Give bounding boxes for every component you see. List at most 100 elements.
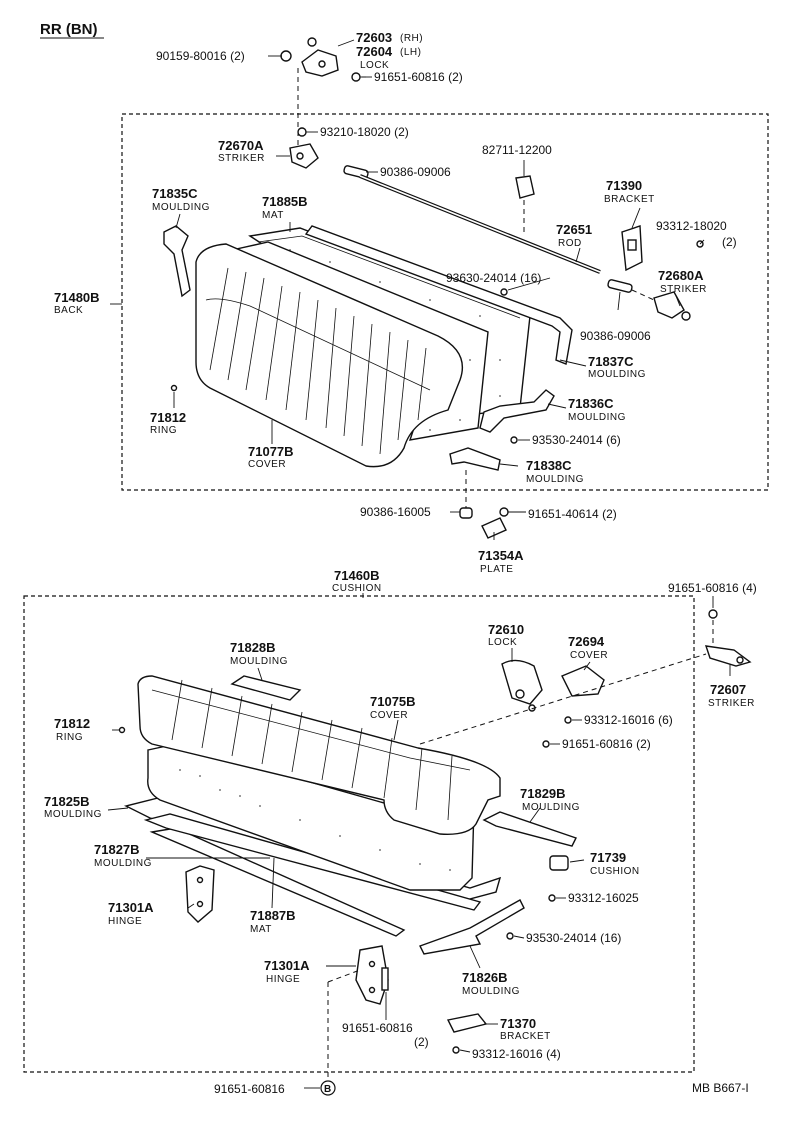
label-90386a: 90386-09006 bbox=[380, 165, 451, 179]
cushion-lock-dash-line bbox=[419, 653, 707, 745]
hinge-71301Aa-part bbox=[185, 865, 215, 923]
nut-90386c bbox=[459, 507, 473, 519]
moulding-71837C-part bbox=[304, 225, 573, 365]
label-cushion: CUSHION bbox=[332, 583, 382, 594]
leader-lines bbox=[107, 39, 731, 1089]
label-72604-side: (LH) bbox=[400, 47, 421, 58]
label-91651c: 91651-60816 (4) bbox=[668, 581, 757, 595]
label-bracket: BRACKET bbox=[604, 194, 655, 205]
label-cover: COVER bbox=[248, 459, 286, 470]
label-72607: 72607 bbox=[710, 682, 746, 697]
label-striker3: STRIKER bbox=[708, 698, 755, 709]
label-71828B: 71828B bbox=[230, 640, 276, 655]
clip-82711 bbox=[515, 175, 535, 199]
label-90159: 90159-80016 (2) bbox=[156, 49, 245, 63]
label-rod: ROD bbox=[558, 238, 582, 249]
label-72604: 72604 bbox=[356, 44, 393, 59]
label-cushion2: CUSHION bbox=[590, 866, 640, 877]
bolt-93312b bbox=[564, 716, 572, 724]
label-72651: 72651 bbox=[556, 222, 592, 237]
lock-72603-part bbox=[301, 37, 339, 77]
label-71885B: 71885B bbox=[262, 194, 308, 209]
label-93312a: 93312-18020 bbox=[656, 219, 727, 233]
ring-71812b bbox=[118, 726, 126, 734]
label-93312d: 93312-16016 (4) bbox=[472, 1047, 561, 1061]
label-71829B: 71829B bbox=[520, 786, 566, 801]
label-moulding8: MOULDING bbox=[94, 858, 152, 869]
label-72603: 72603 bbox=[356, 30, 392, 45]
bolt-91651c bbox=[708, 609, 718, 619]
label-93312b: 93312-16016 (6) bbox=[584, 713, 673, 727]
label-93312c: 93312-16025 bbox=[568, 891, 639, 905]
label-71827B: 71827B bbox=[94, 842, 140, 857]
label-ring: RING bbox=[150, 425, 177, 436]
back-assembly-frame bbox=[121, 113, 769, 491]
bolt-93312c bbox=[548, 894, 556, 902]
label-93210: 93210-18020 (2) bbox=[320, 125, 409, 139]
label-71812a: 71812 bbox=[150, 410, 186, 425]
label-71354A: 71354A bbox=[478, 548, 524, 563]
label-93530b: 93530-24014 (16) bbox=[526, 931, 621, 945]
label-90386c: 90386-16005 bbox=[360, 505, 431, 519]
label-82711: 82711-12200 bbox=[482, 143, 552, 157]
label-cover2a: COVER bbox=[570, 650, 608, 661]
label-striker: STRIKER bbox=[218, 153, 265, 164]
label-71739: 71739 bbox=[590, 850, 626, 865]
label-71301Aa: 71301A bbox=[108, 900, 154, 915]
label-plate: PLATE bbox=[480, 564, 513, 575]
label-moulding4: MOULDING bbox=[526, 474, 584, 485]
label-moulding: MOULDING bbox=[152, 202, 210, 213]
label-hinge2: HINGE bbox=[266, 974, 300, 985]
label-91651e: 91651-60816 bbox=[342, 1021, 413, 1035]
striker-72607-part bbox=[704, 645, 752, 667]
label-moulding6: MOULDING bbox=[44, 809, 102, 820]
label-mat: MAT bbox=[262, 210, 284, 221]
cover-71077B-part bbox=[195, 243, 464, 468]
bracket-71370-part bbox=[446, 1013, 488, 1033]
moulding-71829B-part bbox=[482, 811, 577, 847]
striker-72680A-part bbox=[653, 291, 691, 321]
diagram-code: MB B667-I bbox=[692, 1081, 749, 1095]
bolt-93630 bbox=[500, 288, 508, 296]
label-93530a: 93530-24014 (6) bbox=[532, 433, 621, 447]
label-71390: 71390 bbox=[606, 178, 642, 193]
label-bracket2: BRACKET bbox=[500, 1031, 551, 1042]
moulding-71835C-part bbox=[163, 225, 191, 298]
label-moulding7: MOULDING bbox=[522, 802, 580, 813]
cushion-assembly-frame bbox=[23, 595, 695, 1073]
label-moulding3: MOULDING bbox=[568, 412, 626, 423]
bushing-90386b bbox=[607, 279, 633, 293]
label-71460B: 71460B bbox=[334, 568, 380, 583]
cushion-71739-part bbox=[549, 855, 569, 871]
bolt-93530a bbox=[510, 436, 518, 444]
label-striker2: STRIKER bbox=[660, 284, 707, 295]
hinge-dash-link bbox=[327, 969, 361, 983]
plate-71354A-part bbox=[481, 517, 507, 539]
moulding-71838C-part bbox=[449, 447, 501, 471]
moulding-71836C-part bbox=[479, 389, 555, 433]
label-72603-side: (RH) bbox=[400, 33, 423, 44]
label-71301Ab: 71301A bbox=[264, 958, 310, 973]
lock-72610-part bbox=[501, 659, 543, 712]
ring-71812a bbox=[170, 384, 178, 392]
bolt-93530b bbox=[506, 932, 514, 940]
label-91651b: 91651-40614 (2) bbox=[528, 507, 617, 521]
label-moulding2: MOULDING bbox=[588, 369, 646, 380]
label-91651a: 91651-60816 (2) bbox=[374, 70, 463, 84]
label-cover3: COVER bbox=[370, 710, 408, 721]
bolt-91651d bbox=[542, 740, 550, 748]
striker-dash-line bbox=[631, 289, 655, 301]
ref-marker-b: B bbox=[320, 1080, 336, 1096]
label-71836C: 71836C bbox=[568, 396, 614, 411]
label-71480B: 71480B bbox=[54, 290, 100, 305]
label-72680A: 72680A bbox=[658, 268, 704, 283]
label-71835C: 71835C bbox=[152, 186, 198, 201]
striker-72670A-part bbox=[289, 143, 319, 169]
bolt-91651e bbox=[381, 967, 389, 991]
label-71838C: 71838C bbox=[526, 458, 572, 473]
label-93312a-qty: (2) bbox=[722, 235, 737, 249]
moulding-71827B-part bbox=[143, 813, 482, 911]
label-71075B: 71075B bbox=[370, 694, 416, 709]
bolt-93210 bbox=[297, 127, 307, 137]
